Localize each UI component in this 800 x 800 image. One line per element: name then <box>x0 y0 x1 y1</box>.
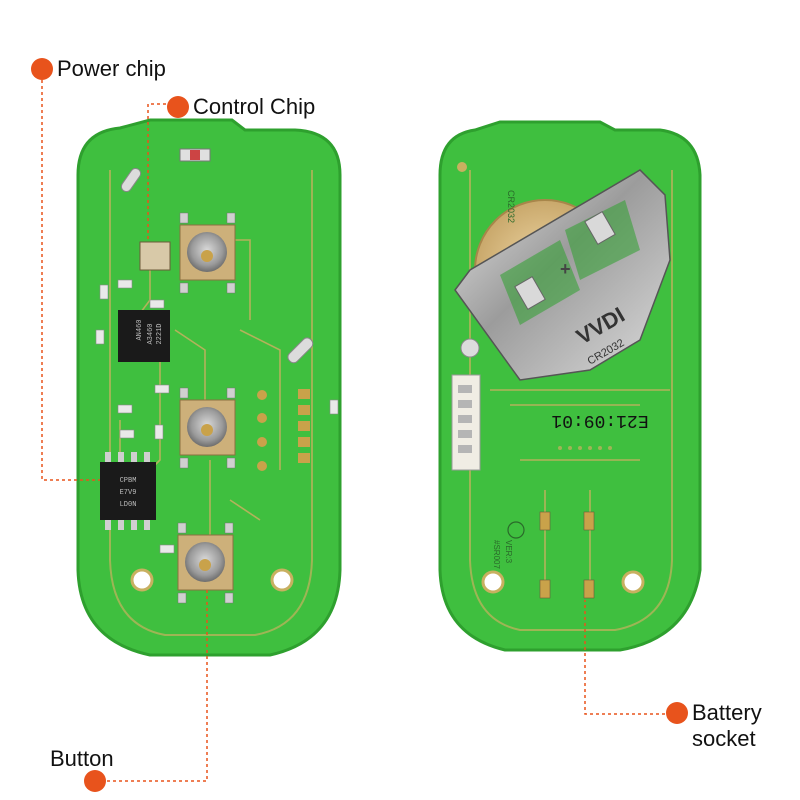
battery-socket: + VVDI CR2032 <box>454 169 671 381</box>
tact-button <box>179 399 236 456</box>
svg-text:CPBM: CPBM <box>120 477 137 485</box>
battery-socket-label: Battery socket <box>692 700 762 751</box>
svg-text:LD0N: LD0N <box>120 501 137 509</box>
callout-dot <box>167 96 189 118</box>
svg-text:#SR007: #SR007 <box>492 540 501 569</box>
svg-text:2221D: 2221D <box>156 323 164 344</box>
svg-text:+: + <box>560 259 571 279</box>
mounting-hole <box>270 568 294 592</box>
control-chip-label: Control Chip <box>193 94 316 119</box>
tact-button <box>179 224 236 281</box>
right-pcb-board: CR2032 + VVDI CR2032 E21:09:01 <box>438 120 702 652</box>
power-chip-label: Power chip <box>57 56 166 81</box>
power-chip: CPBM E7V9 LD0N <box>100 452 156 530</box>
mounting-hole <box>481 570 505 594</box>
svg-text:AN460: AN460 <box>136 319 144 340</box>
control-chip: AN460 A3460 2221D <box>118 310 170 362</box>
control-chip-callout: Control Chip <box>167 94 315 120</box>
power-chip-leader <box>41 80 100 481</box>
crystal-component <box>139 241 171 271</box>
connector <box>451 374 481 471</box>
svg-text:CR2032: CR2032 <box>506 190 516 223</box>
callout-dot <box>31 58 53 80</box>
svg-text:E21:09:01: E21:09:01 <box>551 410 648 430</box>
mounting-slot <box>120 167 142 193</box>
via-hole <box>457 162 467 172</box>
control-chip-leader <box>147 103 178 240</box>
mounting-hole <box>621 570 645 594</box>
button-callout: Button <box>50 746 114 772</box>
mounting-slot <box>287 337 314 364</box>
callout-dot <box>84 770 106 792</box>
callout-dot <box>666 702 688 724</box>
led-lens <box>190 150 200 160</box>
svg-text:VER:3: VER:3 <box>504 540 513 564</box>
left-pcb-board: AN460 A3460 2221D CPBM E7V9 LD0N <box>76 118 342 657</box>
tact-button <box>177 534 234 591</box>
callout-lines <box>41 80 677 782</box>
solder-pad <box>460 338 480 358</box>
svg-text:A3460: A3460 <box>147 323 155 344</box>
battery-socket-callout: Battery socket <box>666 700 762 752</box>
mounting-hole <box>130 568 154 592</box>
power-chip-callout: Power chip <box>31 56 166 82</box>
button-leader <box>95 590 208 782</box>
logo-mark <box>507 521 525 539</box>
battery-socket-leader <box>584 600 677 715</box>
button-label: Button <box>50 746 114 771</box>
button-callout-dot <box>84 770 106 792</box>
svg-text:E7V9: E7V9 <box>120 489 137 497</box>
